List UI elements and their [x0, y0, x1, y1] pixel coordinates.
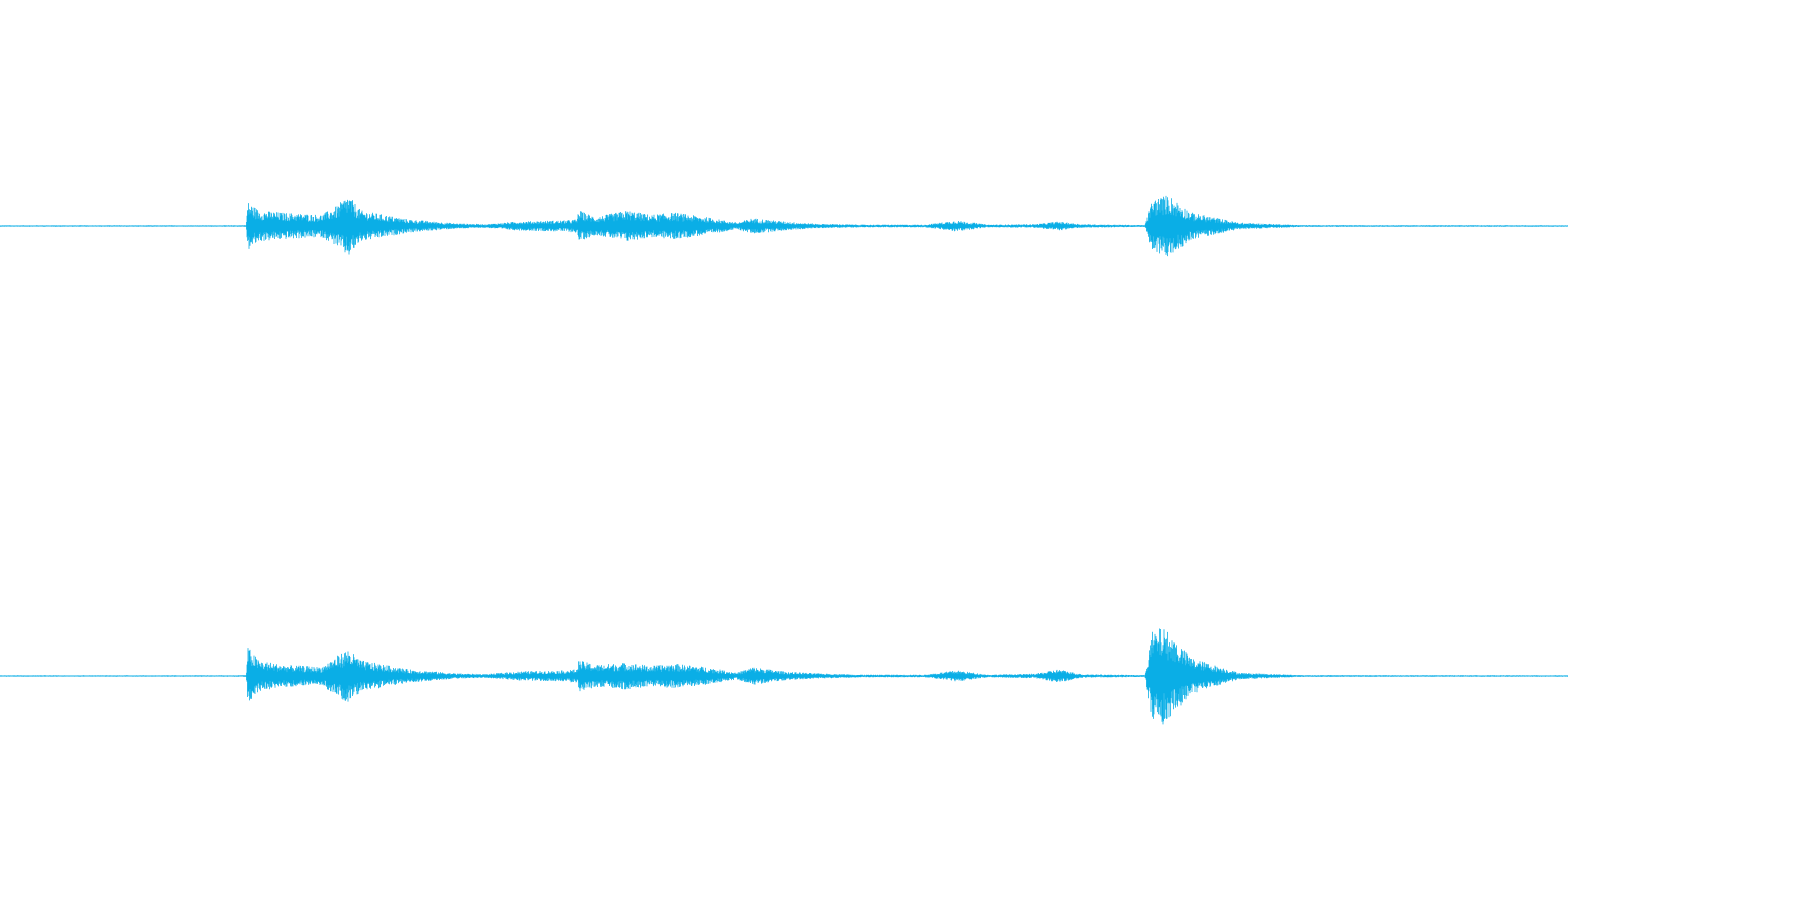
waveform-channel-right[interactable] — [0, 628, 1568, 725]
waveform-trace — [0, 628, 1568, 725]
waveform-trace — [0, 195, 1568, 257]
waveform-channel-left[interactable] — [0, 195, 1568, 257]
